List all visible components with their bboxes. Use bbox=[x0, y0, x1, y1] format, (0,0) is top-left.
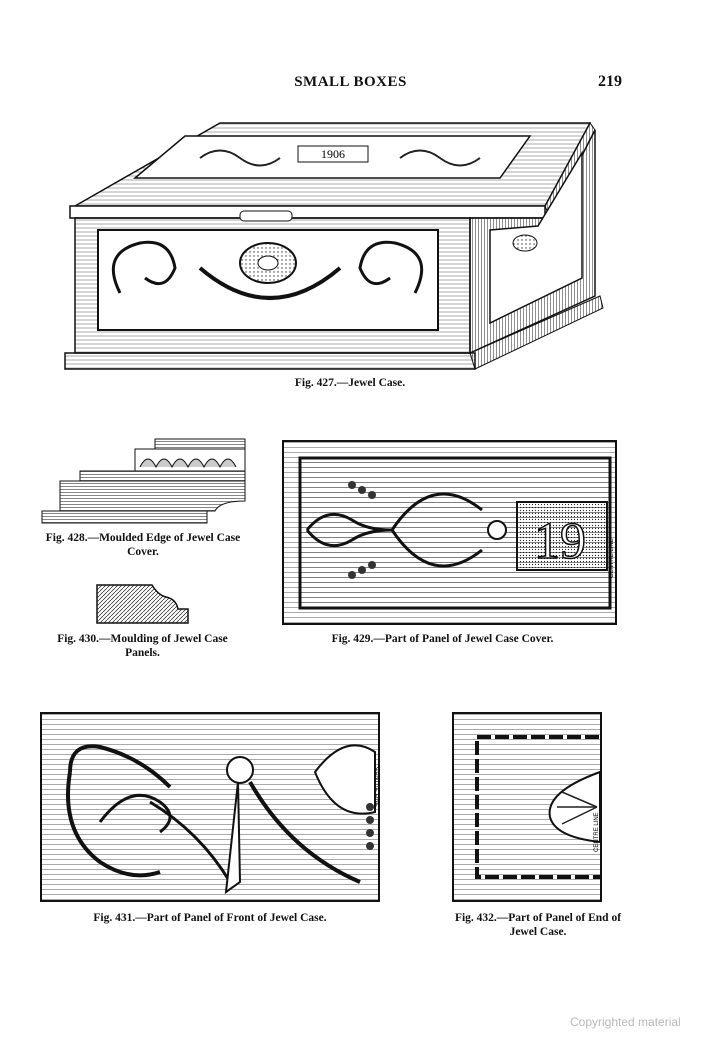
fig-432-caption: Fig. 432.—Part of Panel of End of Jewel … bbox=[454, 912, 622, 938]
page-number: 219 bbox=[598, 73, 622, 90]
fig-432-panel-illustration: CENTRE LINE bbox=[452, 712, 602, 902]
running-title: SMALL BOXES bbox=[294, 74, 407, 90]
centre-line-label: CENTRE LINE bbox=[374, 767, 380, 807]
copyright-watermark: Copyrighted material bbox=[570, 1015, 681, 1029]
centre-line-label: CENTRE LINE bbox=[609, 538, 615, 578]
panel-numerals: 19 bbox=[534, 513, 586, 570]
fig-431-panel-illustration: CENTRE LINE bbox=[40, 712, 380, 902]
fig-427-jewel-case-illustration: 1906 bbox=[60, 118, 605, 373]
fig-429-panel-illustration: 19 CENTRE LINE bbox=[282, 440, 617, 625]
fig-428-moulded-edge-illustration bbox=[40, 437, 250, 527]
fig-431-caption: Fig. 431.—Part of Panel of Front of Jewe… bbox=[93, 912, 327, 924]
fig-430-caption: Fig. 430.—Moulding of Jewel Case Panels. bbox=[57, 633, 228, 659]
fig-430-moulding-illustration bbox=[95, 580, 190, 625]
fig-429-caption: Fig. 429.—Part of Panel of Jewel Case Co… bbox=[331, 633, 554, 645]
fig-428-caption: Fig. 428.—Moulded Edge of Jewel Case Cov… bbox=[45, 532, 241, 558]
fig-427-caption: Fig. 427.—Jewel Case. bbox=[294, 377, 406, 389]
centre-line-label: CENTRE LINE bbox=[594, 812, 600, 852]
lid-date-label: 1906 bbox=[321, 147, 345, 161]
